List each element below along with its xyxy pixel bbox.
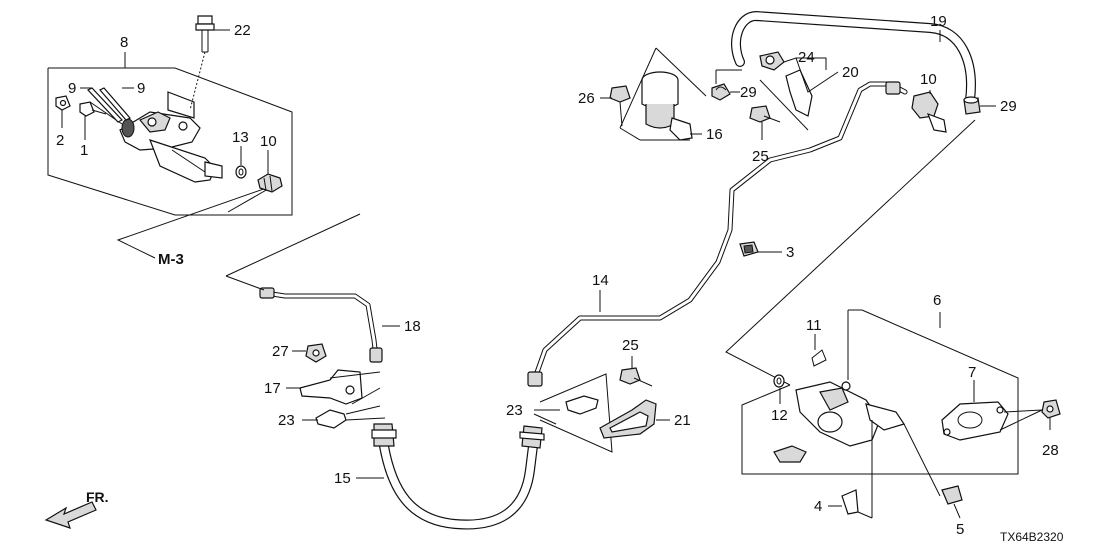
front-direction-arrow (44, 501, 97, 529)
nut-28 (999, 399, 1061, 431)
callout-6: 6 (933, 292, 941, 309)
bolt-1 (79, 101, 107, 117)
callout-17: 17 (264, 380, 281, 397)
slave-cylinder-group-frame (725, 119, 1019, 475)
callout-3: 3 (786, 244, 794, 261)
callout-20: 20 (842, 64, 859, 81)
o-ring-13 (235, 165, 247, 179)
callout-16: 16 (706, 126, 723, 143)
clutch-pipe-14 (527, 81, 908, 387)
reservoir-16 (619, 47, 707, 141)
clamp-24 (759, 51, 785, 71)
bracket-20 (759, 69, 813, 131)
clip-11 (811, 349, 827, 367)
clip-4 (841, 420, 873, 519)
callout-19: 19 (930, 13, 947, 30)
bracket-21-frame (533, 373, 613, 453)
callout-27: 27 (272, 343, 289, 360)
cotter-pin-9b (99, 87, 131, 121)
clip-23b (565, 395, 599, 415)
callout-14: 14 (592, 272, 609, 289)
callout-28: 28 (1042, 442, 1059, 459)
callout-21: 21 (674, 412, 691, 429)
flare-nut-10a (257, 173, 283, 193)
callout-8: 8 (120, 34, 128, 51)
clutch-hose-15 (371, 423, 545, 530)
callout-29a: 29 (740, 84, 757, 101)
m3-reference-leader (116, 184, 276, 259)
callout-10b: 10 (920, 71, 937, 88)
callout-23b: 23 (506, 402, 523, 419)
callout-25a: 25 (622, 337, 639, 354)
callout-23a: 23 (278, 412, 295, 429)
callout-leaders (61, 29, 1051, 519)
front-direction-label: FR. (86, 489, 109, 505)
plate-7 (941, 401, 1009, 441)
callout-9a: 9 (68, 80, 76, 97)
callout-18: 18 (404, 318, 421, 335)
callout-29b: 29 (1000, 98, 1017, 115)
slave-cylinder (795, 381, 905, 447)
callout-22: 22 (234, 22, 251, 39)
o-ring-12 (773, 374, 785, 388)
nut-2 (55, 95, 71, 111)
callout-1: 1 (80, 142, 88, 159)
callout-2: 2 (56, 132, 64, 149)
callout-13: 13 (232, 129, 249, 146)
bolt-26 (609, 85, 631, 127)
bracket-21 (599, 399, 657, 439)
clutch-pipe-18 (225, 213, 383, 363)
diagram-code: TX64B2320 (1000, 530, 1064, 544)
callout-10a: 10 (260, 133, 277, 150)
callout-5: 5 (956, 521, 964, 538)
callout-4: 4 (814, 498, 822, 515)
callout-12: 12 (771, 407, 788, 424)
hose-clip-29b (963, 96, 981, 115)
bolt-22 (189, 15, 215, 111)
reservoir-hose-19 (731, 11, 976, 105)
callout-7: 7 (968, 364, 976, 381)
gasket-bracket (773, 445, 807, 463)
flare-nut-10b (911, 91, 947, 133)
bleeder-cap-5 (903, 423, 963, 505)
nut-27 (305, 343, 327, 363)
clip-23a (315, 405, 386, 429)
cotter-pin-9a (87, 87, 123, 123)
callout-26: 26 (578, 90, 595, 107)
bolt-25b (749, 105, 781, 123)
callout-numbers: 1 2 3 4 5 6 7 8 9 9 10 10 11 12 13 14 15… (56, 13, 1059, 538)
callout-15: 15 (334, 470, 351, 487)
hose-clip-29a (711, 69, 742, 101)
callout-11: 11 (806, 317, 822, 334)
master-cylinder-group-frame (47, 52, 293, 216)
reference-m3: M-3 (158, 251, 184, 268)
callout-24: 24 (798, 49, 815, 66)
callout-9b: 9 (137, 80, 145, 97)
callout-25b: 25 (752, 148, 769, 165)
clutch-master-cylinder (119, 91, 223, 183)
bolt-25a (619, 367, 653, 387)
bracket-17 (299, 369, 381, 405)
clip-3 (739, 241, 759, 257)
